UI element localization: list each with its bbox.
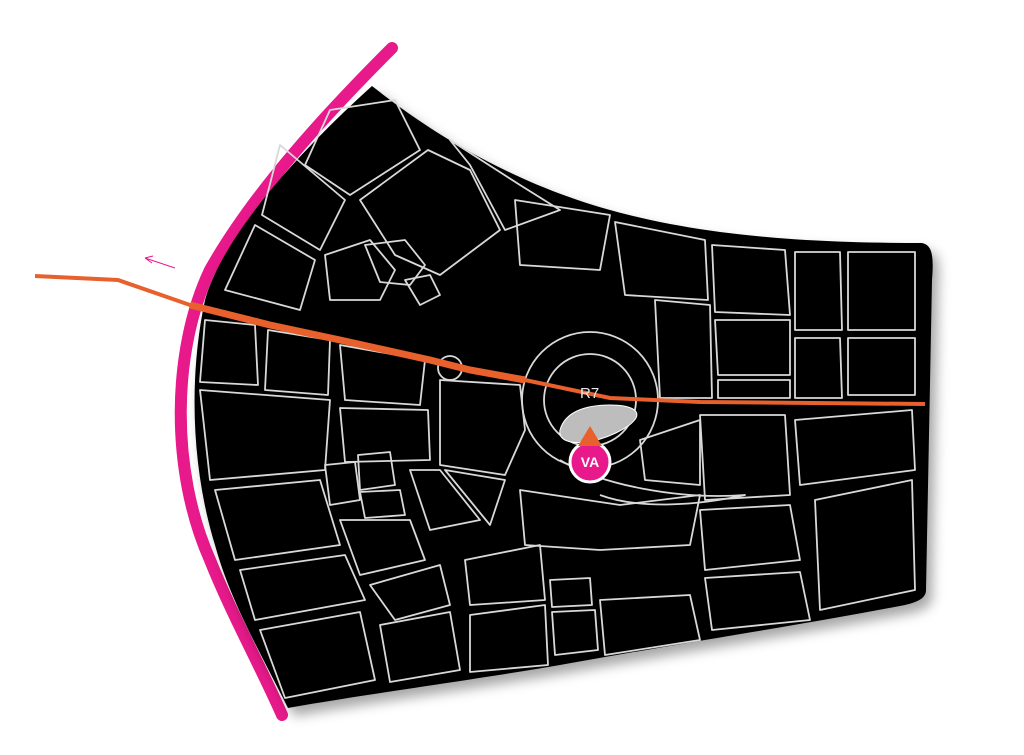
direction-arrow-icon xyxy=(144,255,176,269)
location-pin-icon[interactable]: VA xyxy=(568,426,612,484)
marker-label: VA xyxy=(581,454,599,470)
street-network xyxy=(199,99,916,699)
district-plot[interactable] xyxy=(559,404,638,443)
ring-road xyxy=(174,42,398,721)
land-area xyxy=(194,86,933,708)
highway-wide xyxy=(189,301,526,384)
district-label: R7 xyxy=(580,385,599,402)
